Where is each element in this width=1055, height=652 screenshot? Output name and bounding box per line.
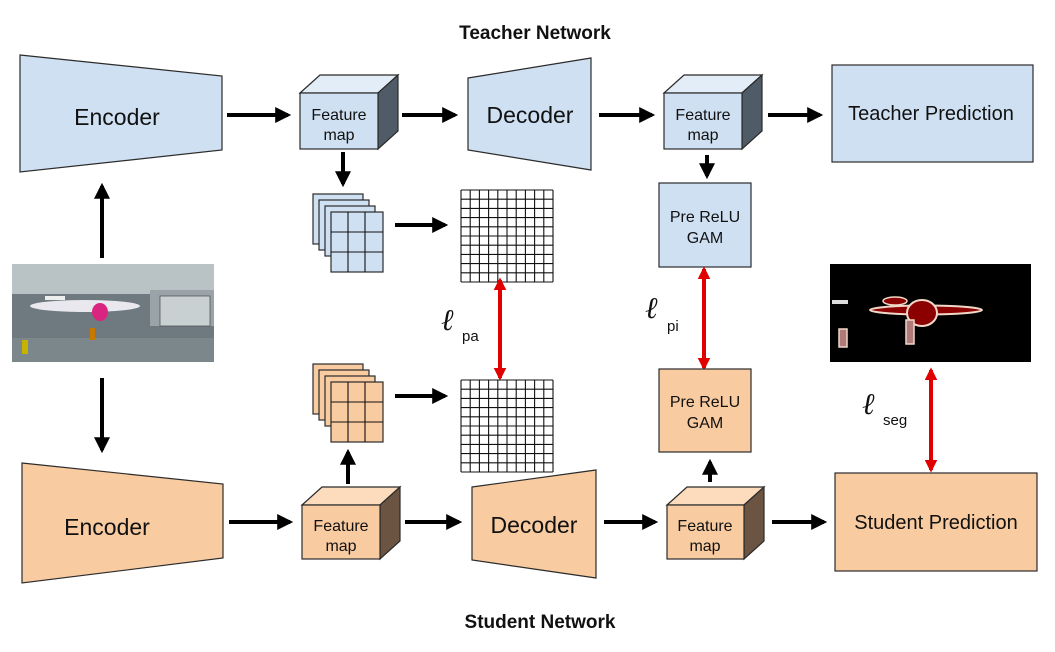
teacher-encoder: Encoder xyxy=(19,54,223,173)
student-gam-line2: GAM xyxy=(687,415,723,432)
teacher-feature-map-1: Feature map xyxy=(298,73,400,151)
student-decoder-label: Decoder xyxy=(491,512,578,538)
loss-seg-symbol: ℓ xyxy=(862,387,875,422)
teacher-decoder-label: Decoder xyxy=(487,102,574,128)
student-feature-map-2: Feature map xyxy=(665,485,766,561)
student-feature-map-1: Feature map xyxy=(300,485,402,561)
student-fm2-line1: Feature xyxy=(677,518,732,535)
segmentation-ground-truth-image xyxy=(830,264,1031,362)
student-decoder: Decoder xyxy=(471,469,597,579)
loss-pi-label: ℓ pi xyxy=(645,291,679,335)
student-network-title: Student Network xyxy=(465,612,616,633)
teacher-feature-stack xyxy=(312,193,384,273)
teacher-fm2-line1: Feature xyxy=(675,107,730,124)
teacher-decoder: Decoder xyxy=(467,57,592,171)
student-fm2-line2: map xyxy=(689,538,720,555)
loss-seg-subscript: seg xyxy=(883,412,907,429)
teacher-affinity-grid xyxy=(460,189,554,283)
teacher-gam-line1: Pre ReLU xyxy=(670,209,740,226)
teacher-fm2-line2: map xyxy=(687,127,718,144)
student-fm1-line1: Feature xyxy=(313,518,368,535)
loss-pa-label: ℓ pa xyxy=(441,303,479,345)
teacher-fm1-line2: map xyxy=(323,127,354,144)
student-encoder: Encoder xyxy=(21,462,224,584)
teacher-gam-box: Pre ReLU GAM xyxy=(658,182,752,268)
loss-pa-subscript: pa xyxy=(462,328,479,345)
teacher-prediction-label: Teacher Prediction xyxy=(848,103,1014,125)
teacher-gam-line2: GAM xyxy=(687,230,723,247)
student-prediction-label: Student Prediction xyxy=(854,512,1017,534)
student-fm1-line2: map xyxy=(325,538,356,555)
teacher-prediction-box: Teacher Prediction xyxy=(831,64,1034,163)
loss-pa-symbol: ℓ xyxy=(441,303,454,338)
student-encoder-label: Encoder xyxy=(64,514,150,540)
teacher-encoder-label: Encoder xyxy=(74,104,160,130)
teacher-network-title: Teacher Network xyxy=(459,23,611,44)
input-image xyxy=(12,264,214,362)
teacher-feature-map-2: Feature map xyxy=(662,73,764,151)
student-prediction-box: Student Prediction xyxy=(834,472,1038,572)
teacher-fm1-line1: Feature xyxy=(311,107,366,124)
student-feature-stack xyxy=(312,363,384,443)
student-gam-box: Pre ReLU GAM xyxy=(658,368,752,453)
loss-seg-label: ℓ seg xyxy=(862,387,907,429)
student-gam-line1: Pre ReLU xyxy=(670,394,740,411)
loss-pi-subscript: pi xyxy=(667,318,679,335)
loss-pi-symbol: ℓ xyxy=(645,291,658,326)
student-affinity-grid xyxy=(460,379,554,473)
